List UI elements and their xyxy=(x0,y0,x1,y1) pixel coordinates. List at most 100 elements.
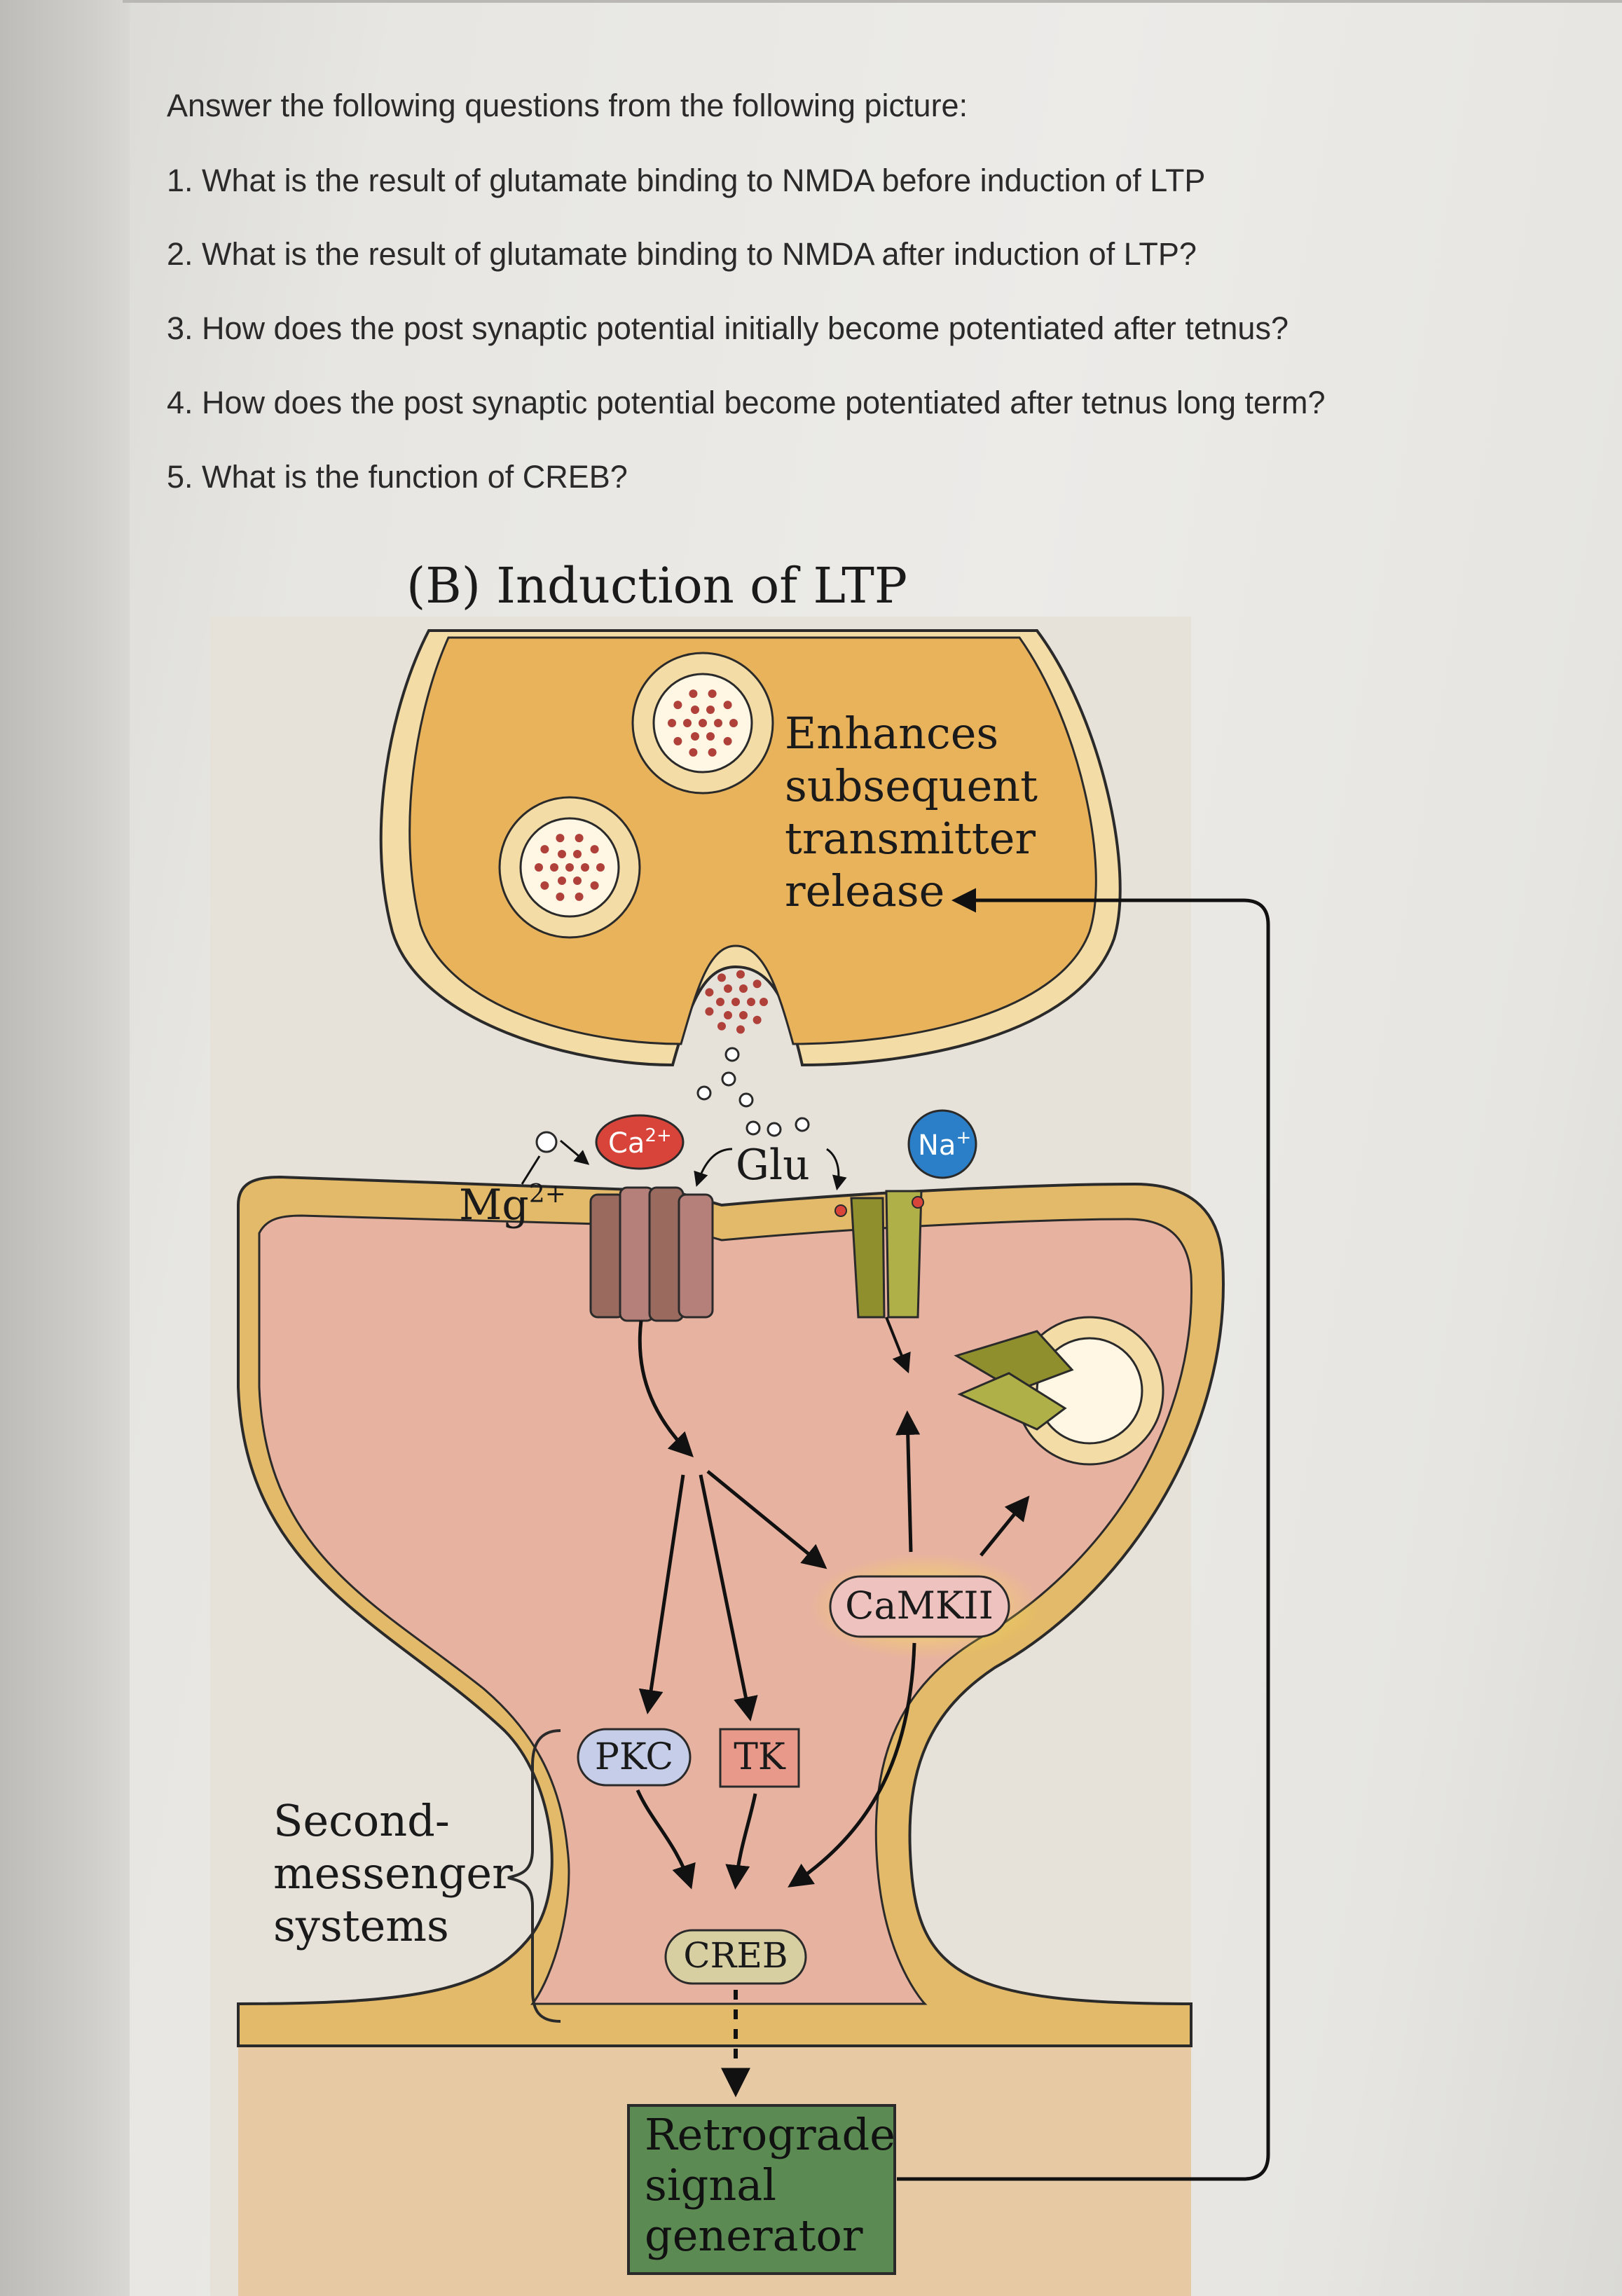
neurotransmitter-dot xyxy=(706,705,715,714)
calcium-influx-arrow xyxy=(638,1320,694,1457)
second-messenger-brace xyxy=(507,1729,561,2023)
pkc-to-creb-arrow xyxy=(635,1789,696,1890)
released-glutamate xyxy=(696,1085,712,1101)
neurotransmitter-dot xyxy=(724,984,732,993)
neurotransmitter-dot xyxy=(689,748,698,757)
neurotransmitter-dot xyxy=(558,877,566,886)
neurotransmitter-dot xyxy=(716,998,724,1006)
pkc-label: PKC xyxy=(595,1736,673,1778)
neurotransmitter-dot xyxy=(760,998,768,1006)
neurotransmitter-dot xyxy=(558,849,566,858)
released-glutamate xyxy=(721,1071,736,1087)
second-messenger-line-1: Second- xyxy=(273,1795,450,1846)
question-2: 2. What is the result of glutamate bindi… xyxy=(167,236,1197,272)
released-glutamate xyxy=(724,1047,740,1062)
neurotransmitter-dot xyxy=(556,834,565,843)
neurotransmitter-dot xyxy=(540,881,549,890)
neurotransmitter-dot xyxy=(717,973,726,982)
page-edge-shadow xyxy=(0,0,130,2296)
arrow-to-pkc xyxy=(638,1474,685,1714)
sodium-ion: Na+ xyxy=(907,1109,977,1179)
pkc-node: PKC xyxy=(577,1728,692,1787)
neurotransmitter-dot xyxy=(673,736,682,745)
neurotransmitter-dot xyxy=(581,863,589,872)
camkii-node: CaMKII xyxy=(809,1554,1040,1659)
nmda-receptor xyxy=(589,1186,714,1322)
neurotransmitter-dot xyxy=(729,719,738,727)
sodium-influx-arrow xyxy=(885,1317,911,1374)
question-intro: Answer the following questions from the … xyxy=(167,88,968,123)
question-1: 1. What is the result of glutamate bindi… xyxy=(167,163,1206,198)
diagram-title: (B) Induction of LTP xyxy=(406,557,907,614)
calcium-ion: Ca2+ xyxy=(595,1114,685,1170)
neurotransmitter-dot xyxy=(736,970,745,979)
neurotransmitter-dot xyxy=(723,701,732,710)
sodium-label: Na+ xyxy=(918,1127,971,1162)
top-rule xyxy=(123,0,1622,3)
calcium-label: Ca2+ xyxy=(608,1125,672,1160)
neurotransmitter-dot xyxy=(689,689,698,699)
neurotransmitter-dot xyxy=(739,1011,748,1020)
neurotransmitter-dot xyxy=(752,1015,762,1024)
neurotransmitter-dot xyxy=(706,732,715,741)
neurotransmitter-dot xyxy=(683,719,692,727)
neurotransmitter-dot xyxy=(575,892,584,901)
released-glutamate xyxy=(795,1117,810,1132)
enhances-line-2: subsequent xyxy=(785,760,1038,811)
released-glutamate xyxy=(738,1092,754,1108)
magnesium-label: Mg2+ xyxy=(459,1180,566,1230)
tk-to-creb-arrow xyxy=(725,1793,757,1890)
arrow-to-camkii xyxy=(706,1470,827,1569)
neurotransmitter-dot xyxy=(668,719,676,727)
question-3: 3. How does the post synaptic potential … xyxy=(167,310,1288,346)
creb-node: CREB xyxy=(664,1929,807,1985)
neurotransmitter-dot xyxy=(596,863,605,872)
neurotransmitter-dot xyxy=(714,719,722,727)
retrograde-signal-box: Retrograde signal generator xyxy=(627,2104,896,2275)
second-messenger-line-3: systems xyxy=(273,1900,449,1951)
enhances-line-1: Enhances xyxy=(785,708,998,759)
neurotransmitter-dot xyxy=(573,877,582,886)
neurotransmitter-dot xyxy=(708,748,717,757)
neurotransmitter-dot xyxy=(550,863,558,872)
retrograde-feedback-arrow xyxy=(897,888,1270,2181)
neurotransmitter-dot xyxy=(590,881,599,890)
neurotransmitter-dot xyxy=(556,892,565,901)
camkii-to-creb-arrow xyxy=(788,1642,916,1888)
neurotransmitter-dot xyxy=(540,845,549,854)
neurotransmitter-dot xyxy=(747,998,755,1006)
neurotransmitter-dot xyxy=(705,988,714,997)
glu-arrow-ampa xyxy=(826,1148,847,1191)
neurotransmitter-dot xyxy=(691,732,699,741)
retrograde-line-1: Retrograde xyxy=(645,2109,895,2160)
neurotransmitter-dot xyxy=(723,736,732,745)
ampa-endosome xyxy=(954,1316,1164,1466)
question-4: 4. How does the post synaptic potential … xyxy=(167,385,1326,420)
neurotransmitter-dot xyxy=(573,849,582,858)
neurotransmitter-dot xyxy=(708,689,717,699)
neurotransmitter-dot xyxy=(565,863,574,872)
camkii-to-endosome-arrow xyxy=(980,1495,1030,1557)
dendritic-spine xyxy=(258,1214,1193,2005)
ampa-receptor xyxy=(834,1190,924,1319)
neurotransmitter-dot xyxy=(705,1007,714,1016)
arrow-to-tk xyxy=(699,1474,758,1721)
neurotransmitter-dot xyxy=(535,863,543,872)
retrograde-line-3: generator xyxy=(645,2210,863,2261)
neurotransmitter-dot xyxy=(575,834,584,843)
glutamate-label: Glu xyxy=(736,1141,810,1190)
question-5: 5. What is the function of CREB? xyxy=(167,459,628,495)
released-glutamate xyxy=(767,1122,782,1137)
camkii-label: CaMKII xyxy=(845,1583,994,1628)
presynaptic-terminal xyxy=(408,636,1097,1045)
neurotransmitter-dot xyxy=(691,705,699,714)
magnesium-ion xyxy=(535,1131,558,1153)
glu-arrow-nmda xyxy=(694,1148,733,1187)
released-glutamate xyxy=(745,1120,761,1136)
neurotransmitter-dot xyxy=(590,845,599,854)
neurotransmitter-dot xyxy=(724,1011,732,1020)
neurotransmitter-dots xyxy=(535,689,810,1137)
enhances-label: Enhances subsequent transmitter release xyxy=(785,708,1038,916)
neurotransmitter-dot xyxy=(752,979,762,989)
